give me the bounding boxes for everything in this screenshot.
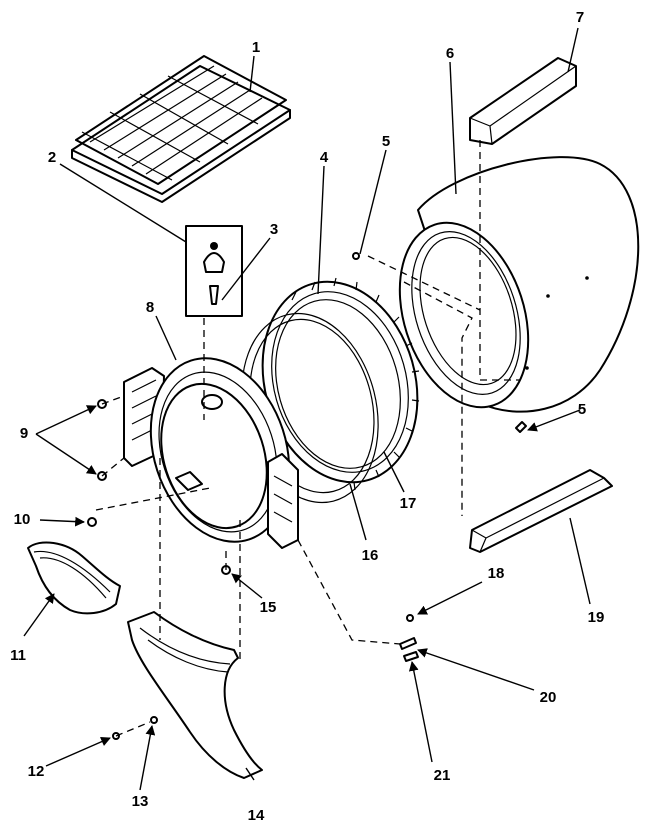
callout-1: 1 bbox=[252, 39, 260, 56]
callout-5-bottom: 5 bbox=[578, 401, 586, 418]
callout-20: 20 bbox=[540, 689, 557, 706]
callout-6: 6 bbox=[446, 45, 454, 62]
callout-15: 15 bbox=[260, 599, 277, 616]
callout-19: 19 bbox=[588, 609, 605, 626]
callout-12: 12 bbox=[28, 763, 45, 780]
callout-17: 17 bbox=[400, 495, 417, 512]
vent-cover bbox=[469, 57, 577, 145]
callout-5-top: 5 bbox=[382, 133, 390, 150]
leader-lines bbox=[23, 27, 591, 791]
callout-9: 9 bbox=[20, 425, 28, 442]
callout-16: 16 bbox=[362, 547, 379, 564]
filter-housing bbox=[27, 541, 121, 615]
callout-14: 14 bbox=[248, 807, 265, 824]
callout-4: 4 bbox=[320, 149, 329, 166]
drum bbox=[398, 156, 640, 413]
callout-labels: 1 2 3 4 5 5 6 7 8 9 10 11 12 13 14 15 16… bbox=[10, 9, 604, 824]
callout-2: 2 bbox=[48, 149, 56, 166]
alignment-lines bbox=[95, 140, 520, 737]
callout-3: 3 bbox=[270, 221, 278, 238]
callout-10: 10 bbox=[14, 511, 31, 528]
callout-21: 21 bbox=[434, 767, 451, 784]
front-bulkhead bbox=[123, 357, 299, 549]
fitting-bag bbox=[185, 225, 243, 317]
callout-7: 7 bbox=[576, 9, 584, 26]
callout-11: 11 bbox=[10, 647, 26, 664]
lint-duct bbox=[469, 469, 613, 553]
toe-panel bbox=[127, 611, 263, 779]
callout-8: 8 bbox=[146, 299, 154, 316]
drying-rack bbox=[71, 55, 291, 203]
callout-13: 13 bbox=[132, 793, 149, 810]
callout-18: 18 bbox=[488, 565, 505, 582]
